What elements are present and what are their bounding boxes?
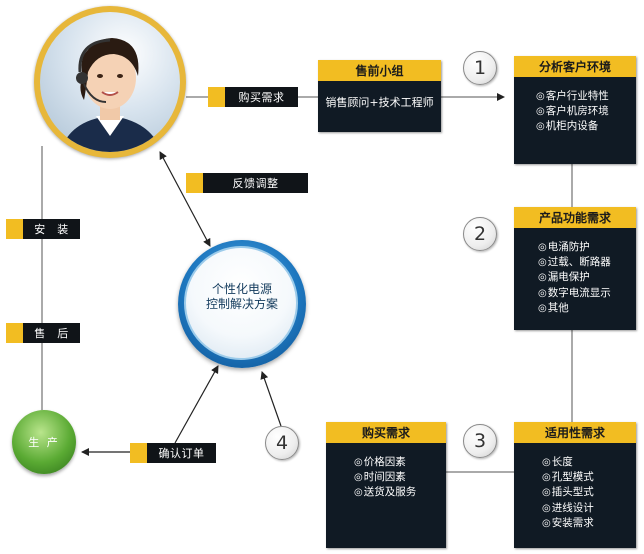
panel-purchase-title: 购买需求	[326, 422, 446, 443]
tag-marker	[186, 173, 203, 193]
list-item: ◎数字电流显示	[538, 286, 611, 299]
tag-install: 安 装	[6, 219, 80, 239]
arrow-feedback	[159, 151, 211, 247]
panel-customer-env: 分析客户环境 ◎客户行业特性 ◎客户机房环境 ◎机柜内设备	[514, 56, 636, 164]
list-item: ◎漏电保护	[538, 271, 590, 284]
solution-orb-label: 个性化电源 控制解决方案	[178, 282, 306, 312]
production-label: 生 产	[28, 436, 60, 449]
panel-customer-env-items: ◎客户行业特性 ◎客户机房环境 ◎机柜内设备	[514, 77, 636, 135]
agent-illustration	[60, 38, 162, 152]
solution-line-1: 个性化电源	[211, 282, 272, 296]
tag-purchase-need-label: 购买需求	[225, 87, 298, 107]
list-item: ◎过载、断路器	[538, 256, 611, 269]
service-agent-avatar	[34, 6, 186, 158]
step-1-circle: 1	[463, 51, 497, 85]
panel-applicability: 适用性需求 ◎长度 ◎孔型模式 ◎插头型式 ◎进线设计 ◎安装需求	[514, 422, 636, 548]
list-item: ◎长度	[542, 456, 573, 468]
panel-applicability-title: 适用性需求	[514, 422, 636, 443]
tag-feedback-label: 反馈调整	[203, 173, 308, 193]
tag-after-sale: 售 后	[6, 323, 80, 343]
list-item: ◎进线设计	[542, 501, 594, 514]
tag-marker	[208, 87, 225, 107]
list-item: ◎安装需求	[542, 516, 594, 529]
tag-confirm-order: 确认订单	[130, 443, 216, 463]
list-item: ◎时间因素	[354, 471, 406, 484]
tag-confirm-order-label: 确认订单	[147, 443, 216, 463]
production-orb: 生 产	[12, 410, 76, 474]
panel-product-function-title: 产品功能需求	[514, 207, 636, 228]
tag-install-label: 安 装	[23, 219, 80, 239]
avatar-photo	[40, 12, 180, 152]
list-item: ◎其他	[538, 301, 569, 314]
panel-product-function: 产品功能需求 ◎电涌防护 ◎过载、断路器 ◎漏电保护 ◎数字电流显示 ◎其他	[514, 207, 636, 330]
panel-customer-env-title: 分析客户环境	[514, 56, 636, 77]
step-3-circle: 3	[463, 424, 497, 458]
tag-feedback: 反馈调整	[186, 173, 308, 193]
solution-orb: 个性化电源 控制解决方案	[178, 240, 306, 368]
list-item: ◎客户机房环境	[536, 105, 609, 118]
tag-marker	[6, 323, 23, 343]
panel-product-function-items: ◎电涌防护 ◎过载、断路器 ◎漏电保护 ◎数字电流显示 ◎其他	[514, 228, 636, 316]
step-4-number: 4	[275, 432, 289, 454]
arrow-to-orb-right	[260, 371, 282, 427]
tag-marker	[6, 219, 23, 239]
list-item: ◎电涌防护	[538, 241, 590, 253]
step-2-circle: 2	[463, 217, 497, 251]
tag-after-sale-label: 售 后	[23, 323, 80, 343]
presale-members: 销售顾问+技术工程师	[325, 95, 434, 109]
list-item: ◎送货及服务	[354, 486, 417, 499]
step-2-number: 2	[473, 223, 487, 245]
solution-orb-ring	[184, 246, 298, 360]
arrow-to-orb-left	[174, 365, 219, 444]
panel-purchase: 购买需求 ◎价格因素 ◎时间因素 ◎送货及服务	[326, 422, 446, 548]
panel-purchase-items: ◎价格因素 ◎时间因素 ◎送货及服务	[326, 443, 446, 501]
presale-title: 售前小组	[318, 60, 441, 81]
step-3-number: 3	[473, 430, 487, 452]
tag-purchase-need: 购买需求	[208, 87, 298, 107]
list-item: ◎价格因素	[354, 456, 406, 468]
step-4-circle: 4	[265, 426, 299, 460]
list-item: ◎客户行业特性	[536, 90, 609, 102]
presale-team-panel: 售前小组 销售顾问+技术工程师	[318, 60, 441, 132]
list-item: ◎机柜内设备	[536, 120, 599, 133]
tag-marker	[130, 443, 147, 463]
list-item: ◎孔型模式	[542, 471, 594, 484]
panel-applicability-items: ◎长度 ◎孔型模式 ◎插头型式 ◎进线设计 ◎安装需求	[514, 443, 636, 531]
list-item: ◎插头型式	[542, 486, 594, 499]
solution-line-2: 控制解决方案	[205, 297, 278, 311]
step-1-number: 1	[473, 57, 487, 79]
